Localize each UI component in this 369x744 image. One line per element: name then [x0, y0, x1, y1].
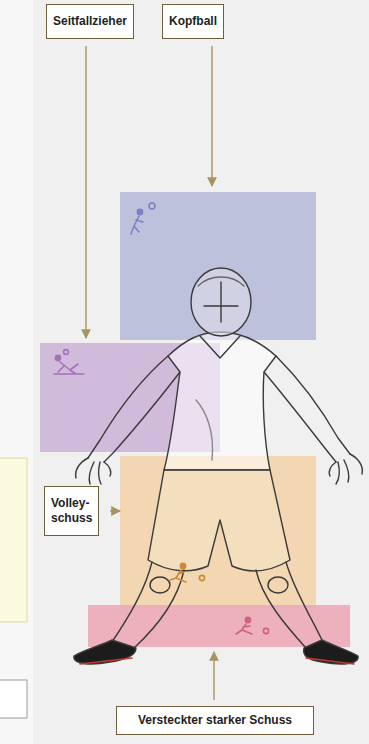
header-icon [131, 203, 155, 234]
goalkeeper-figure [74, 268, 363, 664]
leader-line [110, 510, 120, 511]
leader-line [86, 46, 214, 700]
callout-label: Versteckter starker Schuss [123, 713, 307, 728]
leader-line [213, 652, 214, 700]
cropped-box [0, 680, 27, 718]
volley-icon [170, 563, 205, 582]
scissor-kick-icon [54, 350, 84, 374]
header-zone [120, 192, 316, 340]
callout-box: Versteckter starker Schuss [116, 706, 314, 735]
volley-zone [120, 456, 316, 608]
hidden-shot-icon [236, 617, 269, 634]
panel-ground [33, 0, 369, 744]
callout-box: Kopfball [162, 4, 224, 39]
cropped-box [0, 458, 27, 622]
callout-box: Seitfallzieher [46, 4, 134, 39]
callout-label: Kopfball [169, 14, 217, 29]
callout-label: Seitfallzieher [53, 14, 127, 29]
callout-box: Volley- schuss [44, 486, 99, 536]
leader-line [211, 46, 212, 186]
callout-label: Volley- schuss [51, 496, 92, 526]
hidden-shot-zone [88, 605, 350, 647]
leader-line [85, 46, 86, 338]
